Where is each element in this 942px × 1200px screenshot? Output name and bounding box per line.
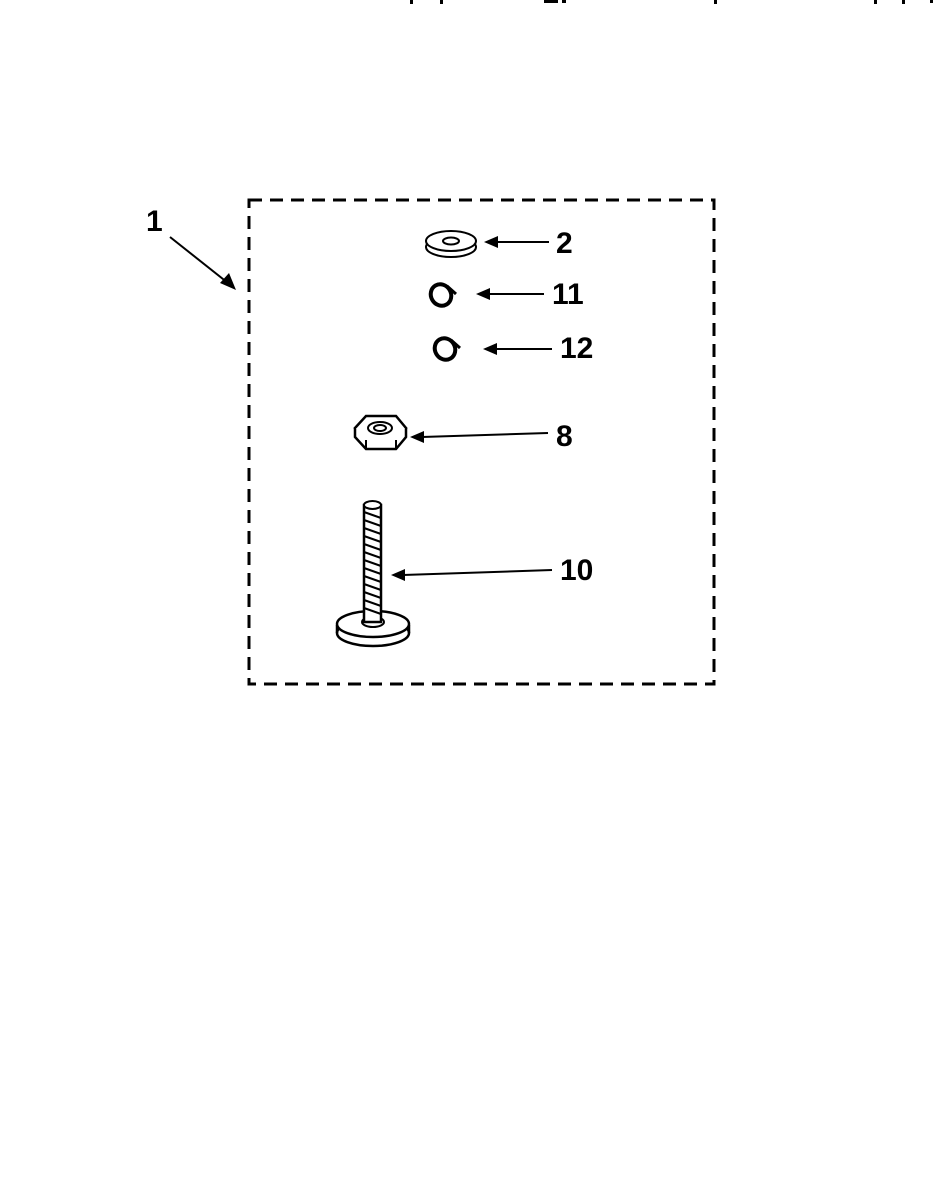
flat-washer-icon [425, 230, 477, 258]
leader-arrow-10 [391, 569, 553, 581]
callout-clip-b: 12 [560, 332, 594, 365]
leader-arrow-11 [476, 288, 544, 300]
callout-clip-a: 11 [552, 278, 584, 311]
clip-ring-icon-12 [432, 336, 461, 362]
hex-nut-icon [353, 414, 408, 451]
callout-washer: 2 [556, 227, 573, 260]
callout-bolt: 10 [560, 554, 594, 587]
leader-arrow-1 [169, 236, 236, 290]
leader-arrow-12 [483, 343, 552, 355]
leader-arrow-2 [484, 236, 549, 248]
leveling-bolt-icon [335, 500, 411, 648]
leader-arrow-8 [410, 431, 549, 443]
clip-ring-icon [428, 282, 457, 308]
kit-boundary-dashed-box [247, 198, 716, 686]
callout-nut: 8 [556, 420, 573, 453]
top-edge-cropped-marks [410, 0, 933, 4]
kit-exploded-view [169, 198, 716, 686]
callout-kit: 1 [146, 205, 163, 238]
